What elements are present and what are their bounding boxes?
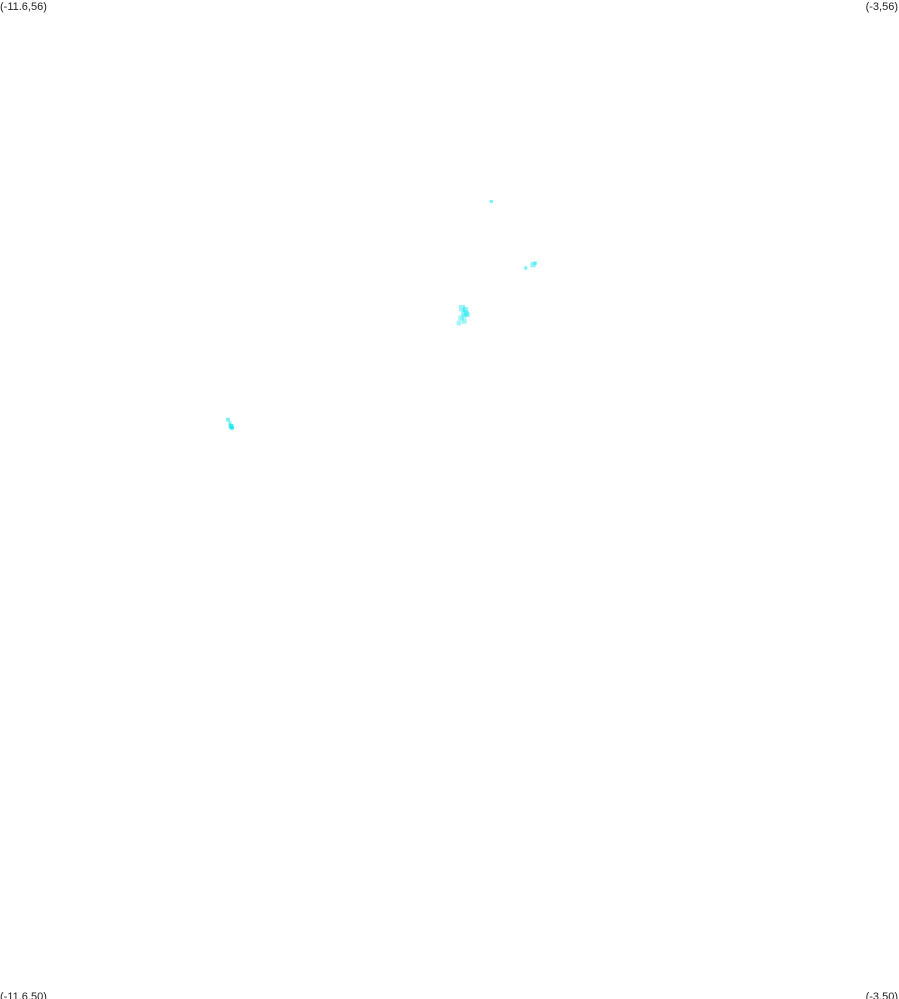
map-point — [524, 266, 528, 270]
map-point — [464, 312, 470, 317]
map-point — [462, 307, 468, 313]
map-point — [463, 310, 469, 316]
map-point — [458, 304, 466, 312]
corner-label-top-right: (-3,56) — [865, 1, 898, 13]
map-point — [461, 319, 467, 324]
map-point — [489, 199, 493, 203]
corner-label-bottom-left: (-11.6,50) — [0, 991, 47, 999]
map-point — [456, 320, 462, 326]
corner-label-bottom-right: (-3,50) — [865, 991, 898, 999]
map-point — [461, 314, 467, 319]
map-point — [530, 262, 536, 268]
map-point — [461, 310, 466, 316]
map-point — [533, 261, 538, 265]
corner-label-top-left: (-11.6,56) — [0, 1, 47, 13]
map-point — [458, 315, 464, 321]
data-points-layer — [226, 199, 538, 430]
map-point — [228, 421, 232, 425]
map-point — [226, 417, 230, 422]
map-point — [230, 426, 234, 430]
